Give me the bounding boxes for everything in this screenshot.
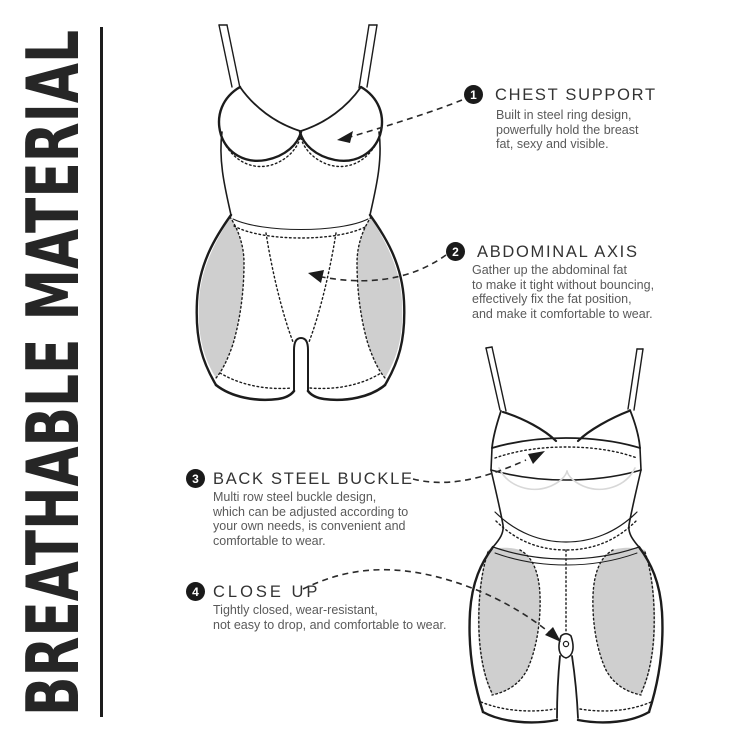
desc-line: your own needs, is convenient and: [213, 519, 406, 534]
arrow-abdominal-axis: [308, 270, 324, 283]
desc-line: comfortable to wear.: [213, 533, 326, 548]
front-hip-panels: [198, 217, 403, 378]
back-view-bodysuit-drawing: [468, 346, 664, 724]
callout-connectors: [302, 99, 551, 634]
callout-number-badge: 2: [446, 242, 465, 261]
vertical-divider: [100, 27, 103, 717]
callout-description: Built in steel ring design, powerfully h…: [496, 108, 638, 152]
desc-line: Multi row steel buckle design,: [213, 490, 377, 504]
desc-line: fat, sexy and visible.: [496, 137, 609, 152]
desc-line: effectively fix the fat position,: [472, 292, 632, 307]
callout-number-badge: 3: [186, 469, 205, 488]
desc-line: Tightly closed, wear-resistant,: [213, 603, 378, 617]
desc-line: not easy to drop, and comfortable to wea…: [213, 617, 447, 632]
connector-chest-support: [349, 99, 463, 138]
callout-title: ABDOMINAL AXIS: [477, 243, 639, 261]
arrow-close-up: [545, 627, 561, 642]
callout-description: Tightly closed, wear-resistant, not easy…: [213, 603, 446, 632]
vertical-banner-text: BREATHABLE MATERIAL: [11, 30, 95, 716]
connector-abdominal-axis: [321, 254, 447, 282]
callout-number-badge: 1: [464, 85, 483, 104]
callout-number-badge: 4: [186, 582, 205, 601]
desc-line: powerfully hold the breast: [496, 122, 639, 137]
connector-close-up: [302, 568, 551, 634]
callout-description: Multi row steel buckle design, which can…: [213, 490, 408, 548]
desc-line: Built in steel ring design,: [496, 108, 632, 122]
desc-line: Gather up the abdominal fat: [472, 263, 627, 277]
arrow-back-steel-buckle: [528, 451, 545, 464]
callout-title: CHEST SUPPORT: [495, 86, 657, 104]
callout-title: CLOSE UP: [213, 583, 321, 601]
callout-title: BACK STEEL BUCKLE: [213, 470, 414, 488]
desc-line: and make it comfortable to wear.: [472, 306, 653, 321]
callout-description: Gather up the abdominal fat to make it t…: [472, 263, 654, 321]
connector-back-steel-buckle: [412, 459, 527, 484]
front-view-bodysuit-drawing: [195, 24, 406, 402]
back-hip-panels: [477, 547, 656, 695]
desc-line: which can be adjusted according to: [213, 504, 409, 519]
desc-line: to make it tight without bouncing,: [472, 277, 655, 292]
crotch-hook: [558, 632, 574, 659]
arrow-chest-support: [337, 131, 353, 143]
connector-arrowheads: [308, 131, 561, 642]
